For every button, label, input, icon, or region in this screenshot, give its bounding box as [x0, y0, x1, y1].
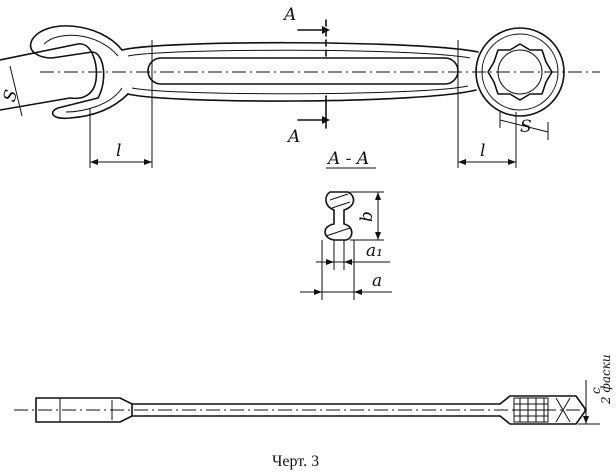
section-hatch-1: [329, 193, 349, 201]
handle-slot: [147, 57, 459, 85]
handle-inner-lower: [131, 85, 469, 95]
dim-l-right-label: l: [480, 141, 485, 161]
handle-inner-upper: [127, 49, 471, 59]
section-profile: [324, 191, 355, 241]
figure-caption: Черт. 3: [272, 453, 319, 470]
dim-l-left-arrow-b: [144, 159, 152, 165]
dim-b-arrow-a: [375, 192, 381, 200]
section-mark-top: A: [282, 5, 296, 25]
section-arrow-bottom-head: [322, 116, 330, 124]
section-mark-bottom: A: [286, 127, 300, 147]
bolt-shank: [0, 43, 98, 111]
dim-b-arrow-b: [375, 232, 381, 240]
dim-a1-arrow-b: [344, 259, 352, 265]
dim-a-arrow-b: [354, 289, 362, 295]
dim-c-arrow: [583, 416, 589, 424]
handle-lower-edge: [127, 89, 477, 102]
dim-l-left-arrow-a: [90, 159, 98, 165]
section-hatch-3: [325, 227, 351, 237]
chamfer-note: 2 фаски: [599, 354, 613, 405]
dim-s-left-label: S: [0, 88, 22, 104]
section-hatch-2: [331, 201, 351, 209]
dim-a-arrow-a: [314, 289, 322, 295]
wrench-top-view: A A S S l l: [0, 5, 600, 168]
dim-a1-arrow-a: [326, 259, 334, 265]
dim-a-label: a: [372, 271, 382, 291]
section-title: A - A: [326, 149, 369, 169]
dim-s-right-label: S: [520, 117, 532, 137]
dim-l-right-arrow-a: [458, 159, 466, 165]
section-arrow-top-head: [322, 26, 330, 34]
twelve-point-opening: [487, 43, 553, 101]
dim-s-left-line: [9, 65, 23, 117]
open-end-head: [29, 25, 129, 120]
dim-l-right-arrow-b: [508, 159, 516, 165]
dim-l-left-label: l: [116, 141, 121, 161]
dim-c-label: c: [589, 387, 603, 394]
side-ring-chamfer-2: [555, 397, 571, 423]
wrench-side-view: c 2 фаски: [14, 354, 613, 425]
handle-upper-edge: [121, 41, 479, 53]
dim-a1-label: a₁: [366, 241, 383, 261]
dim-b-label: b: [357, 211, 377, 222]
section-a-a: A - A b a₁ a: [300, 149, 392, 300]
open-end-inner: [43, 34, 123, 113]
dim-s-right-line: [499, 119, 549, 133]
